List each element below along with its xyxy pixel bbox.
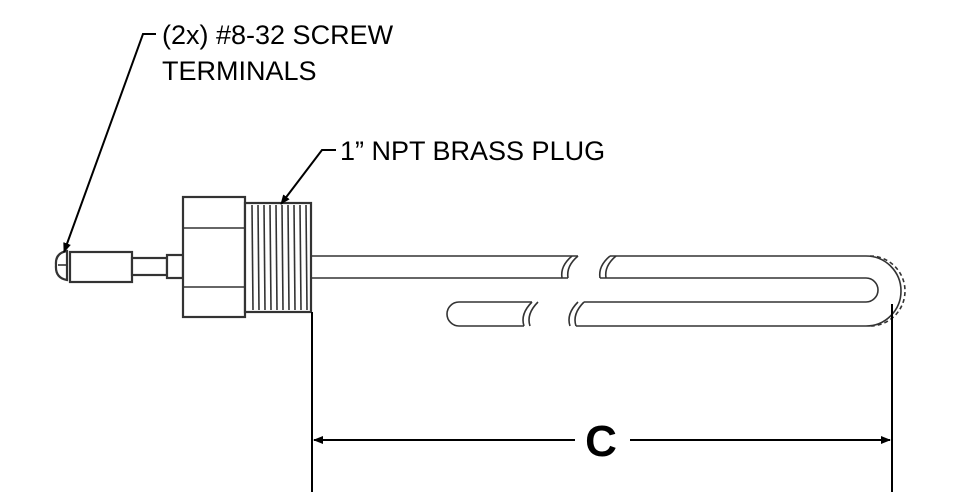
plug-label: 1” NPT BRASS PLUG (340, 136, 605, 166)
dimension-c: C (311, 304, 893, 492)
screw-terminal (54, 249, 185, 284)
plug-callout: 1” NPT BRASS PLUG (280, 136, 605, 205)
terminals-label-line1: (2x) #8-32 SCREW (162, 20, 394, 50)
terminals-label-line2: TERMINALS (162, 56, 317, 86)
heating-element (312, 255, 906, 327)
brass-plug-hex (181, 195, 247, 319)
dimension-label: C (585, 417, 617, 466)
brass-plug-thread (243, 201, 313, 314)
terminals-callout: (2x) #8-32 SCREW TERMINALS (63, 20, 394, 253)
